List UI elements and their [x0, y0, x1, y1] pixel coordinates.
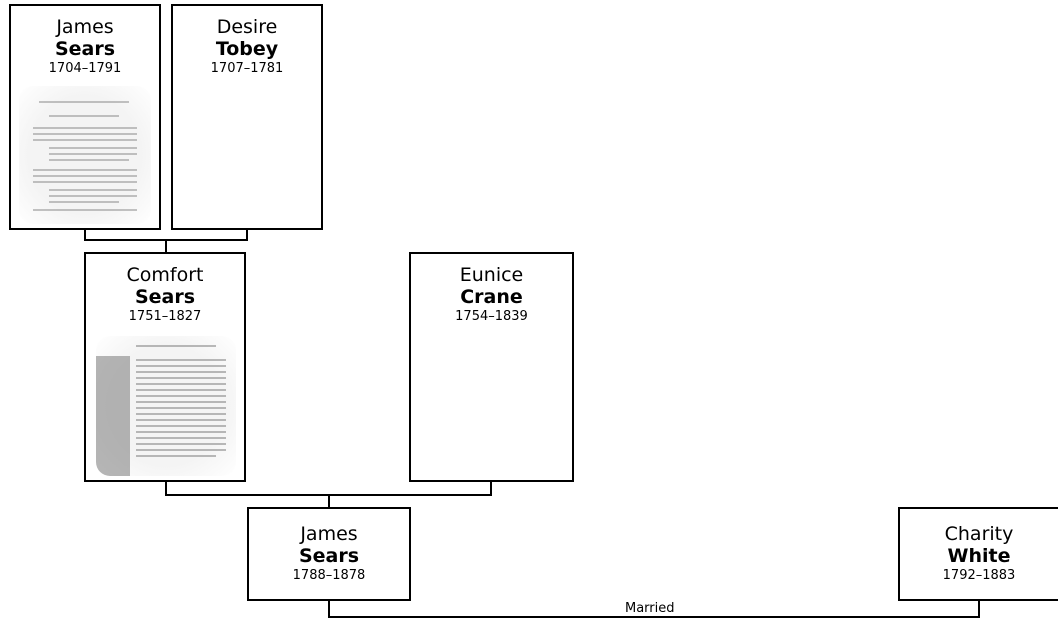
given-name: Comfort [126, 264, 204, 286]
life-dates: 1788–1878 [292, 568, 366, 583]
parent-connector [490, 481, 492, 495]
person-card-james-sears-1788[interactable]: James Sears 1788–1878 [247, 507, 411, 601]
surname: Crane [460, 286, 523, 308]
life-dates: 1754–1839 [455, 309, 528, 324]
parent-connector [328, 494, 330, 508]
person-card-comfort-sears[interactable]: Comfort Sears 1751–1827 [84, 252, 246, 482]
parent-connector [84, 229, 86, 240]
given-name: Charity [944, 523, 1014, 545]
marriage-connector [328, 600, 330, 617]
person-card-eunice-crane[interactable]: Eunice Crane 1754–1839 [409, 252, 574, 482]
surname: Sears [298, 545, 360, 567]
given-name: Desire [216, 16, 278, 38]
life-dates: 1704–1791 [48, 61, 122, 76]
marriage-connector [978, 600, 980, 617]
surname: Sears [134, 286, 196, 308]
surname: Tobey [215, 38, 279, 60]
parent-connector [165, 481, 167, 495]
person-card-desire-tobey[interactable]: Desire Tobey 1707–1781 [171, 4, 323, 230]
document-photo [19, 86, 151, 224]
person-card-charity-white[interactable]: Charity White 1792–1883 [898, 507, 1058, 601]
life-dates: 1792–1883 [942, 568, 1016, 583]
parent-connector [246, 229, 248, 240]
marriage-connector [328, 616, 980, 618]
surname: White [947, 545, 1011, 567]
life-dates: 1751–1827 [128, 309, 202, 324]
surname: Sears [54, 38, 116, 60]
given-name: James [300, 523, 358, 545]
given-name: James [56, 16, 114, 38]
person-card-james-sears-1704[interactable]: James Sears 1704–1791 [9, 4, 161, 230]
parent-connector [165, 239, 167, 253]
document-photo [96, 336, 236, 476]
life-dates: 1707–1781 [210, 61, 284, 76]
relationship-label: Married [625, 601, 675, 616]
given-name: Eunice [459, 264, 524, 286]
